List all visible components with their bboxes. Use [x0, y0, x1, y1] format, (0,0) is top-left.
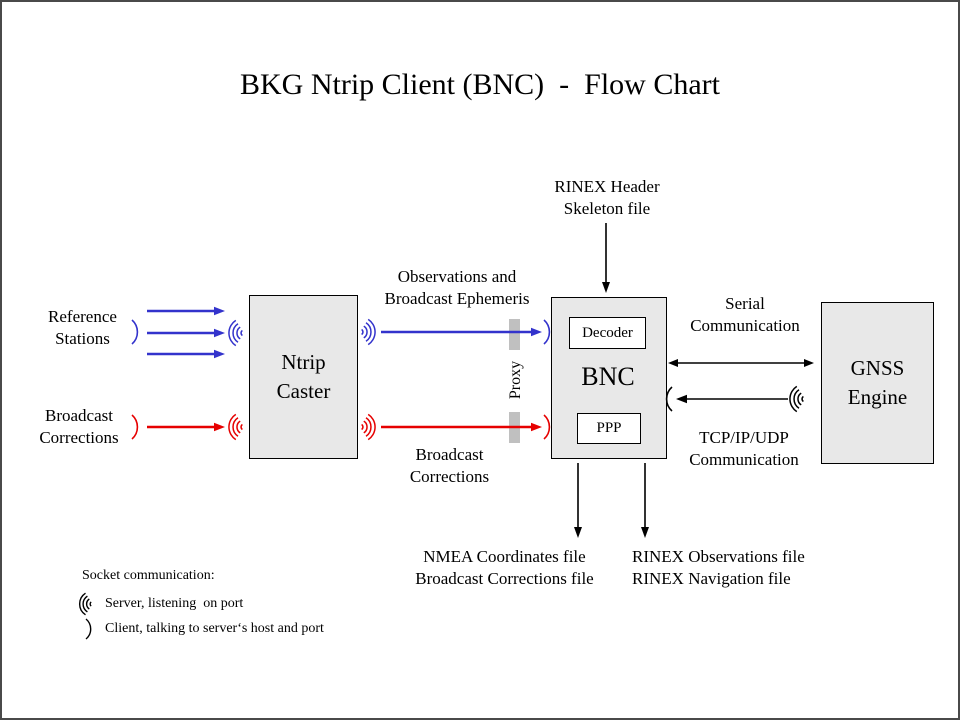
server-socket-icon — [79, 592, 92, 616]
label-observations: Observations and Broadcast Ephemeris — [384, 267, 530, 308]
client-socket-icon — [131, 319, 139, 345]
legend-server-text: Server, listening on port — [105, 596, 244, 611]
arrow-reference-3 — [147, 349, 225, 359]
server-socket-icon — [789, 385, 804, 413]
label-rinex-files: RINEX Observations file RINEX Navigation… — [632, 547, 805, 588]
legend-heading: Socket communication: — [82, 568, 215, 583]
label-broadcast-corrections-mid: Broadcast Corrections — [409, 445, 490, 486]
client-socket-icon — [543, 414, 551, 440]
label-proxy: Proxy — [507, 360, 524, 400]
arrow-reference-1 — [147, 306, 225, 316]
proxy-bar-top — [509, 319, 520, 350]
client-socket-icon — [665, 386, 673, 412]
node-bnc-label: BNC — [581, 362, 635, 391]
server-socket-icon — [228, 319, 243, 347]
legend-client-text: Client, talking to server‘s host and por… — [105, 621, 324, 636]
arrow-nmea-output — [574, 463, 582, 538]
node-decoder: Decoder — [569, 317, 646, 349]
label-broadcast-corrections-left: Broadcast Corrections — [39, 406, 119, 447]
label-rinex-header: RINEX Header Skeleton file — [554, 177, 660, 218]
node-gnss-engine: GNSS Engine — [821, 302, 934, 464]
server-socket-icon — [361, 318, 376, 346]
server-socket-icon — [361, 413, 376, 441]
page-title: BKG Ntrip Client (BNC) - Flow Chart — [240, 68, 720, 101]
arrow-corrections-in — [147, 422, 225, 432]
arrow-observations — [381, 327, 542, 337]
node-ppp: PPP — [577, 413, 641, 444]
label-reference-stations: Reference Stations — [48, 307, 117, 348]
arrow-corrections-mid — [381, 422, 542, 432]
arrow-serial-bidirectional — [668, 359, 814, 367]
client-socket-icon — [543, 319, 551, 345]
arrow-rinex-header-down — [602, 223, 610, 293]
arrow-rinex-output — [641, 463, 649, 538]
server-socket-icon — [228, 413, 243, 441]
label-nmea-files: NMEA Coordinates file Broadcast Correcti… — [415, 547, 594, 588]
label-serial-communication: Serial Communication — [690, 294, 800, 335]
arrow-reference-2 — [147, 328, 225, 338]
client-socket-icon — [85, 618, 92, 640]
arrow-tcp-to-bnc — [676, 394, 788, 404]
client-socket-icon — [131, 414, 139, 440]
node-ntrip-caster: Ntrip Caster — [249, 295, 358, 459]
label-tcp-communication: TCP/IP/UDP Communication — [689, 428, 799, 469]
